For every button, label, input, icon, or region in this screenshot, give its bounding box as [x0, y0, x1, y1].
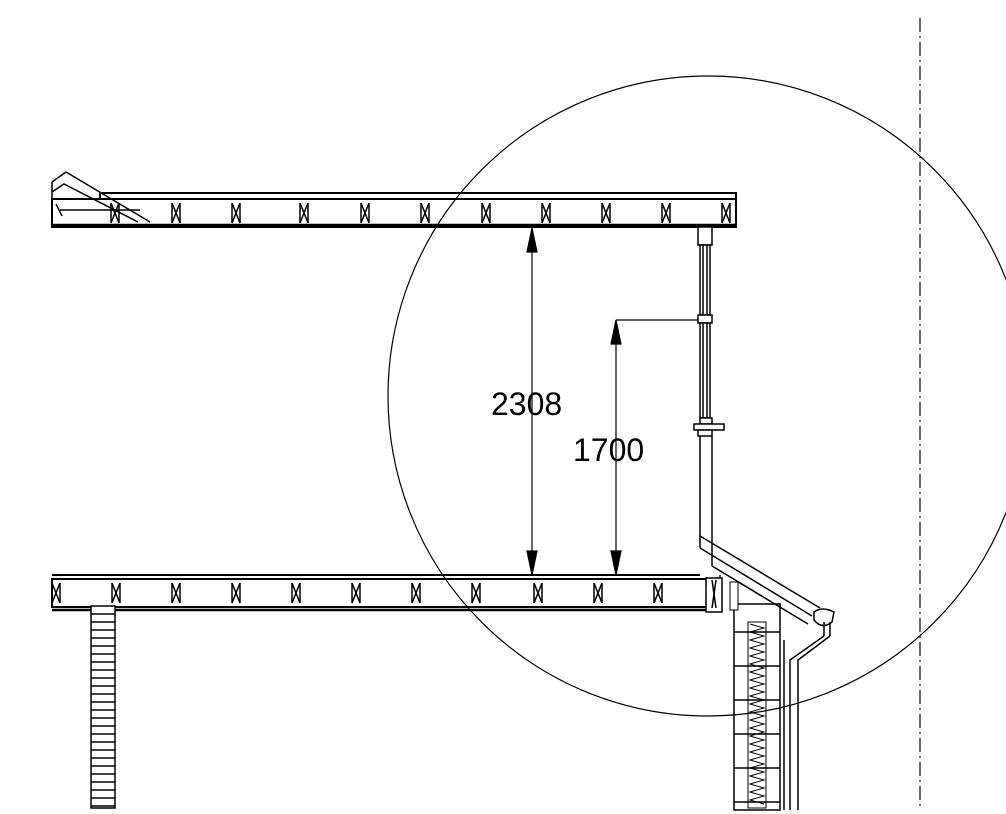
- dimension-label-1700: 1700: [573, 432, 644, 468]
- roof-truss-fragment: [51, 171, 151, 227]
- joist-web-brace: [533, 582, 543, 604]
- joist-web-brace: [171, 202, 181, 224]
- right-masonry-wall: [733, 603, 781, 811]
- joist-web-brace: [661, 202, 671, 224]
- dimension-label-2308: 2308: [491, 386, 562, 422]
- joist-web-brace: [111, 582, 121, 604]
- joist-web-brace: [351, 582, 361, 604]
- joist-web-brace: [420, 202, 430, 224]
- upper-floor-joist: [51, 192, 737, 228]
- joist-web-brace: [171, 582, 181, 604]
- joist-web-brace: [593, 582, 603, 604]
- joist-web-brace: [541, 202, 551, 224]
- joist-web-brace: [291, 582, 301, 604]
- joist-web-brace: [231, 582, 241, 604]
- joist-web-brace: [360, 202, 370, 224]
- joist-web-brace: [231, 202, 241, 224]
- gutter-downpipe: [783, 608, 835, 810]
- lower-floor-joist: [51, 574, 721, 612]
- joist-web-brace: [721, 202, 731, 224]
- dimension-2308: [526, 227, 538, 576]
- joist-web-brace: [51, 582, 61, 604]
- joist-web-brace: [481, 202, 491, 224]
- joist-web-brace: [411, 582, 421, 604]
- insulation-zigzag: [748, 623, 766, 805]
- joist-web-brace: [653, 582, 663, 604]
- left-brick-pier: [90, 605, 116, 809]
- detail-callout-circle: [387, 75, 1006, 717]
- wall-insulation: [748, 623, 766, 805]
- joist-web-brace: [471, 582, 481, 604]
- dimension-1700: [610, 319, 698, 576]
- joist-web-brace: [601, 202, 611, 224]
- joist-web-brace: [299, 202, 309, 224]
- window-frame: [693, 226, 725, 566]
- eaves-roof: [699, 535, 821, 625]
